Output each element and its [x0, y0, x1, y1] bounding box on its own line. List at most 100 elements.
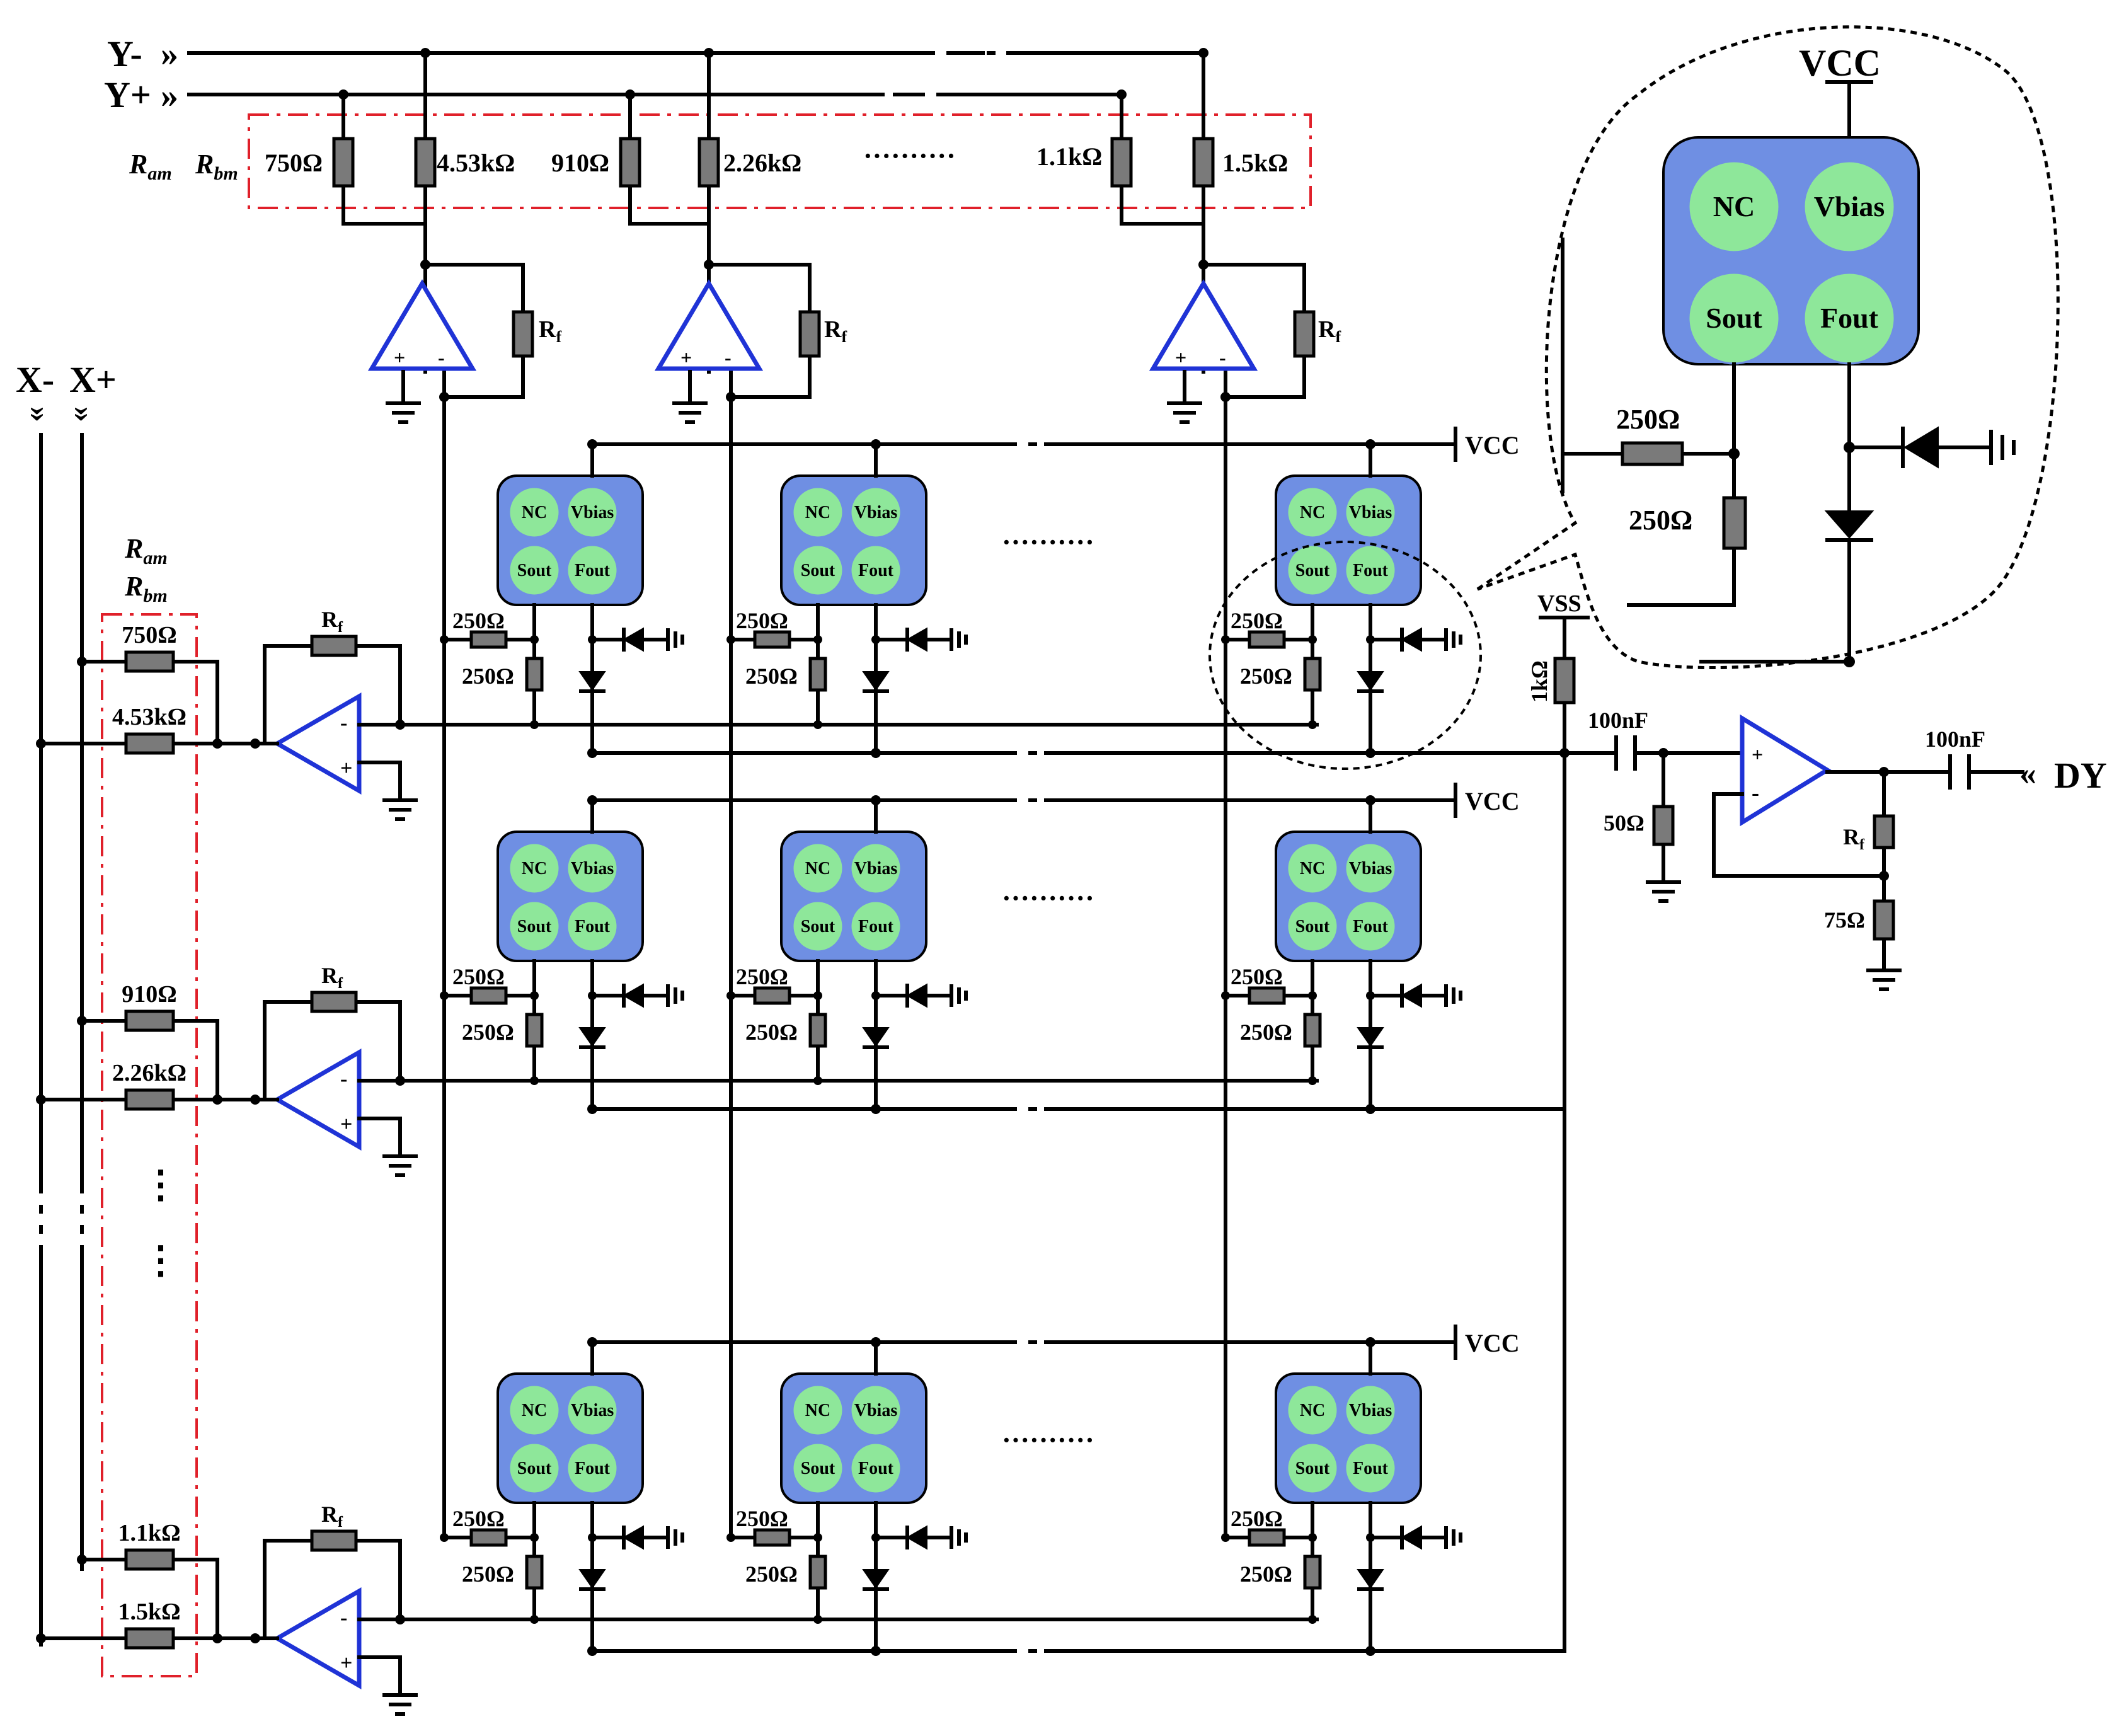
pad-vbias: [849, 842, 902, 895]
vcc-label-3: VCC: [1465, 1329, 1520, 1357]
zoom-detail: VCC NC Vbias Sout Fout 250Ω 250Ω: [1208, 25, 2060, 770]
x-resistor-3-2: [124, 1627, 175, 1650]
svg-text:NC: NC: [805, 859, 830, 878]
svg-text:NC: NC: [1300, 859, 1325, 878]
pad-nc: [1286, 486, 1339, 539]
pad-nc: [508, 486, 561, 539]
opamp-x1: [272, 692, 362, 795]
y-minus-connector-icon: »: [161, 35, 178, 74]
r-ground-label: 75Ω: [1824, 907, 1865, 933]
y-res-label-1: 750Ω: [265, 149, 323, 177]
port-y-plus: Y+: [104, 74, 151, 115]
svg-text:NC: NC: [1300, 503, 1325, 522]
svg-text:NC: NC: [1713, 190, 1755, 222]
opamp-output: [1740, 714, 1832, 827]
pad-nc: [791, 842, 844, 895]
pad-sout: [508, 1442, 561, 1495]
svg-text:250Ω: 250Ω: [745, 664, 798, 689]
zoom-pad-nc: [1687, 160, 1781, 253]
pad-fout: [849, 1442, 902, 1495]
resistor-rbm-1: [414, 137, 437, 188]
opamp-x3: [272, 1587, 362, 1690]
svg-text:Sout: Sout: [517, 917, 552, 936]
svg-text:250Ω: 250Ω: [452, 1506, 505, 1531]
svg-text:Rf: Rf: [321, 1502, 343, 1531]
svg-text:Fout: Fout: [1353, 1459, 1389, 1478]
svg-text:Fout: Fout: [1820, 302, 1879, 334]
chip-highlight-ellipse: [1208, 541, 1482, 770]
resistor-rbm-3: [1192, 137, 1215, 188]
svg-text:+: +: [340, 1652, 352, 1675]
svg-text:Vbias: Vbias: [854, 859, 898, 878]
pad-fout: [566, 544, 619, 597]
pad-nc: [791, 486, 844, 539]
rf-x3: [310, 1529, 358, 1552]
rf-y3: [1293, 310, 1316, 358]
y-res-label-4: 2.26kΩ: [723, 149, 801, 177]
x-res-label-5: 1.1kΩ: [118, 1520, 180, 1546]
svg-text:-: -: [340, 711, 347, 735]
x-resistor-group-box: [101, 613, 198, 1677]
zoom-diode-2: [1824, 510, 1874, 539]
y-column-1: 750Ω 4.53kΩ Rf + -: [265, 48, 561, 1539]
svg-text:250Ω: 250Ω: [462, 1561, 514, 1587]
rf-output-label: Rf: [1843, 824, 1865, 853]
x-res-label-1: 750Ω: [122, 622, 176, 648]
resistor-ram-3: [1110, 137, 1133, 188]
svg-text:-: -: [438, 346, 445, 369]
svg-text:250Ω: 250Ω: [1240, 664, 1292, 689]
svg-text:Vbias: Vbias: [571, 859, 614, 878]
zoom-pad-vbias: [1803, 160, 1896, 253]
x-res-vertical-ellipsis-2: ⋮: [142, 1239, 180, 1281]
vcc-label-2: VCC: [1465, 787, 1520, 815]
svg-text:Fout: Fout: [1353, 561, 1389, 580]
resistor-75: [1873, 899, 1895, 941]
y-ram-label: Ram: [129, 149, 172, 184]
pad-nc: [508, 1384, 561, 1437]
r-shunt-label: 50Ω: [1604, 810, 1645, 836]
pad-vbias: [566, 1384, 619, 1437]
svg-text:Vbias: Vbias: [571, 1401, 614, 1420]
pad-nc: [791, 1384, 844, 1437]
svg-text:NC: NC: [805, 1401, 830, 1420]
rf-y2-label: Rf: [824, 316, 847, 346]
row-ellipsis-3: ··········: [1002, 1425, 1094, 1456]
svg-text:+: +: [1752, 743, 1763, 766]
svg-text:250Ω: 250Ω: [1240, 1020, 1292, 1045]
svg-text:Fout: Fout: [1353, 917, 1389, 936]
svg-text:-: -: [1752, 780, 1759, 805]
zoom-diode-1: [1903, 426, 1939, 469]
pad-fout: [1344, 1442, 1397, 1495]
svg-text:NC: NC: [805, 503, 830, 522]
svg-text:Sout: Sout: [801, 561, 835, 580]
pad-sout: [791, 544, 844, 597]
svg-text:Sout: Sout: [801, 917, 835, 936]
port-y-minus: Y-: [107, 33, 142, 74]
pad-vbias: [849, 1384, 902, 1437]
svg-text:250Ω: 250Ω: [1231, 964, 1283, 989]
pad-vbias: [1344, 486, 1397, 539]
vss-label: VSS: [1537, 590, 1582, 617]
svg-text:Vbias: Vbias: [1814, 190, 1885, 222]
pad-nc: [508, 842, 561, 895]
svg-text:250Ω: 250Ω: [1231, 1506, 1283, 1531]
pad-vbias: [566, 486, 619, 539]
svg-text:NC: NC: [1300, 1401, 1325, 1420]
x-plus-connector-icon: »: [67, 406, 102, 422]
pad-vbias: [849, 486, 902, 539]
pad-vbias: [1344, 1384, 1397, 1437]
svg-text:Vbias: Vbias: [571, 503, 614, 522]
resistor-rbm-2: [697, 137, 720, 188]
rf-y1: [512, 310, 534, 358]
x-res-label-3: 910Ω: [122, 981, 176, 1008]
svg-text:250Ω: 250Ω: [462, 664, 514, 689]
